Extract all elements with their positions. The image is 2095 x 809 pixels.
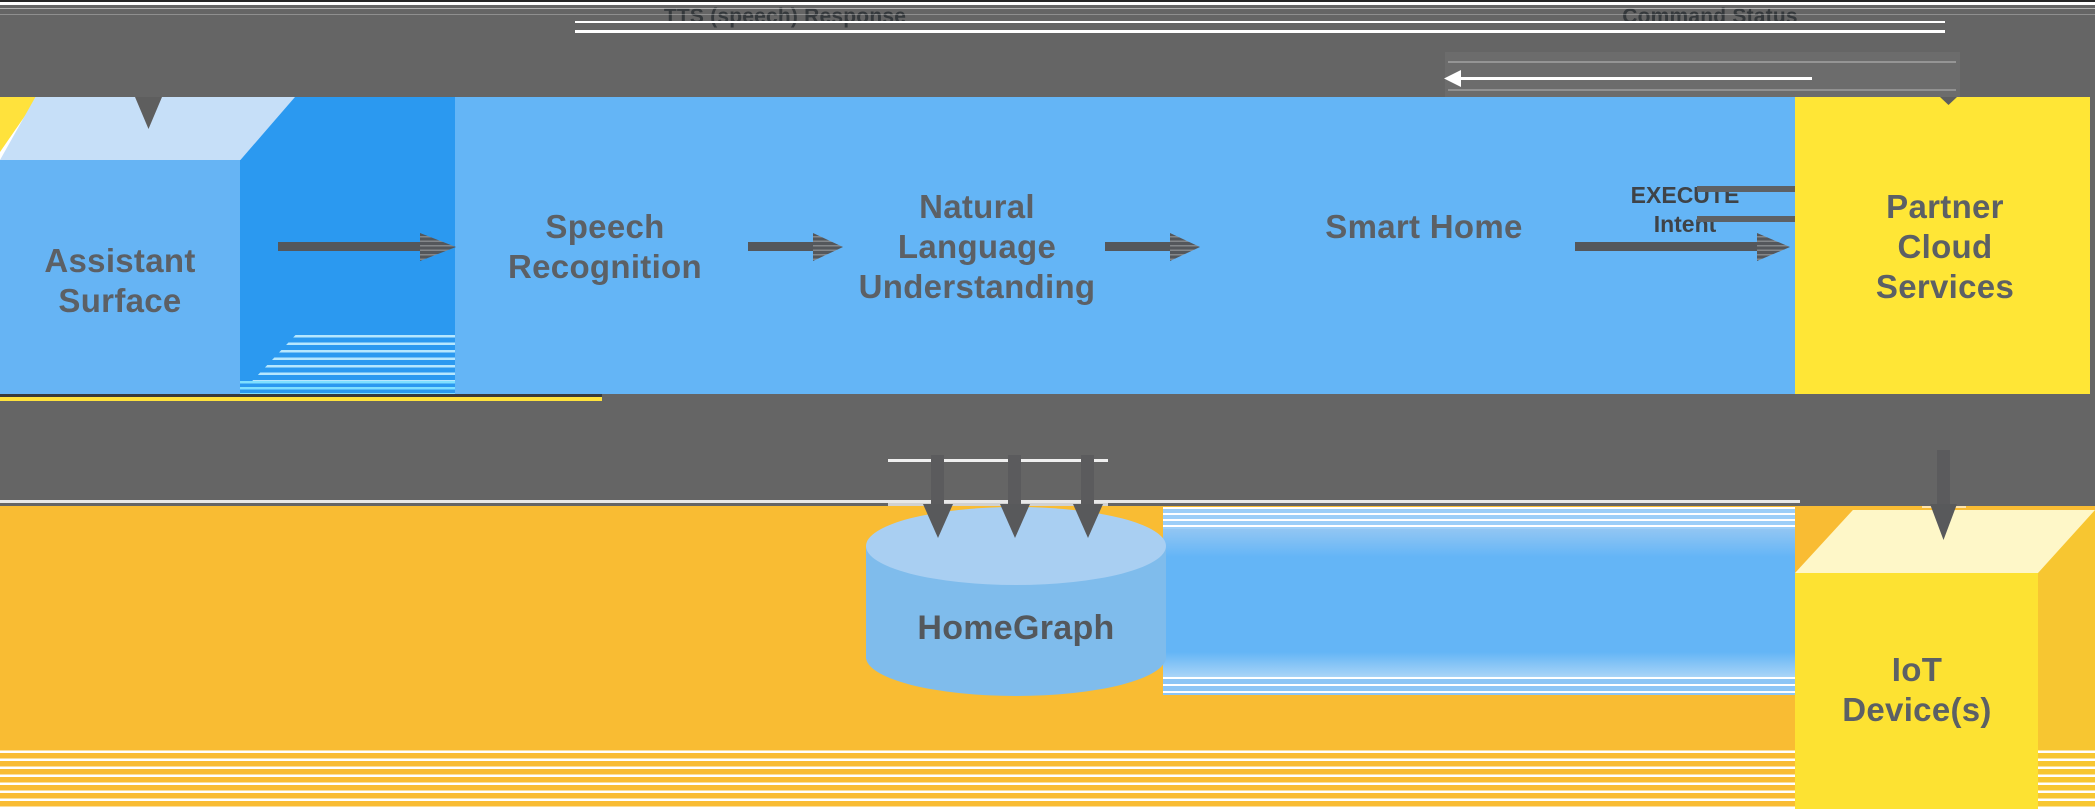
arrow-down-icon [1081, 455, 1094, 508]
tts-response-label: TTS (speech) Response [663, 5, 907, 28]
return-path-panel [1445, 52, 1960, 98]
arrow-down-icon [1008, 455, 1021, 508]
flow-line [0, 500, 1800, 503]
smart-home-label: Smart Home [1325, 208, 1523, 245]
homegraph-label: HomeGraph [917, 609, 1115, 647]
flow-line [0, 2, 2095, 5]
blue-streak-band [1163, 507, 1795, 695]
command-status-label: Command Status [1622, 5, 1798, 28]
arrow-down-icon [1940, 97, 1957, 105]
partner-cloud-box [1795, 97, 2090, 394]
flow-line [888, 459, 1108, 462]
mid-return-band [0, 394, 2095, 506]
flow-line [888, 503, 1108, 506]
iot-cube-front-face [1795, 573, 2038, 809]
flow-line [0, 13, 2095, 15]
arrow-right-icon [1575, 242, 1762, 251]
glitch-stripes [240, 381, 455, 394]
assistant-surface-front-face [0, 160, 240, 394]
bottom-fade-stripes [0, 745, 2095, 809]
flow-line [0, 0, 2095, 2]
flow-line [1448, 89, 1956, 91]
arrow-down-icon [1937, 450, 1950, 508]
right-edge-gray [2090, 97, 2095, 394]
flow-line [0, 7, 2095, 9]
arrow-down-icon [931, 455, 944, 508]
seam-line [0, 394, 602, 397]
speech-recognition-label: Speech Recognition [508, 208, 702, 285]
partner-cloud-label: Partner Cloud Services [1875, 188, 2015, 305]
assistant-surface-label: Assistant Surface [44, 242, 196, 319]
glitch-dash [1697, 216, 1795, 222]
arrow-right-icon [278, 242, 425, 251]
top-return-band: TTS (speech) Response Command Status [0, 0, 2095, 98]
arrow-right-icon [748, 242, 818, 251]
nlu-label: Natural Language Understanding [858, 188, 1096, 305]
glitch-dash [1697, 186, 1795, 192]
iot-devices-label: IoT Device(s) [1842, 651, 1992, 728]
seam-line [0, 396, 602, 401]
flow-line [1448, 61, 1956, 63]
flow-line [575, 29, 1945, 33]
return-arrow-line [1460, 77, 1812, 80]
arrow-right-icon [1105, 242, 1175, 251]
flow-line [575, 20, 1945, 23]
